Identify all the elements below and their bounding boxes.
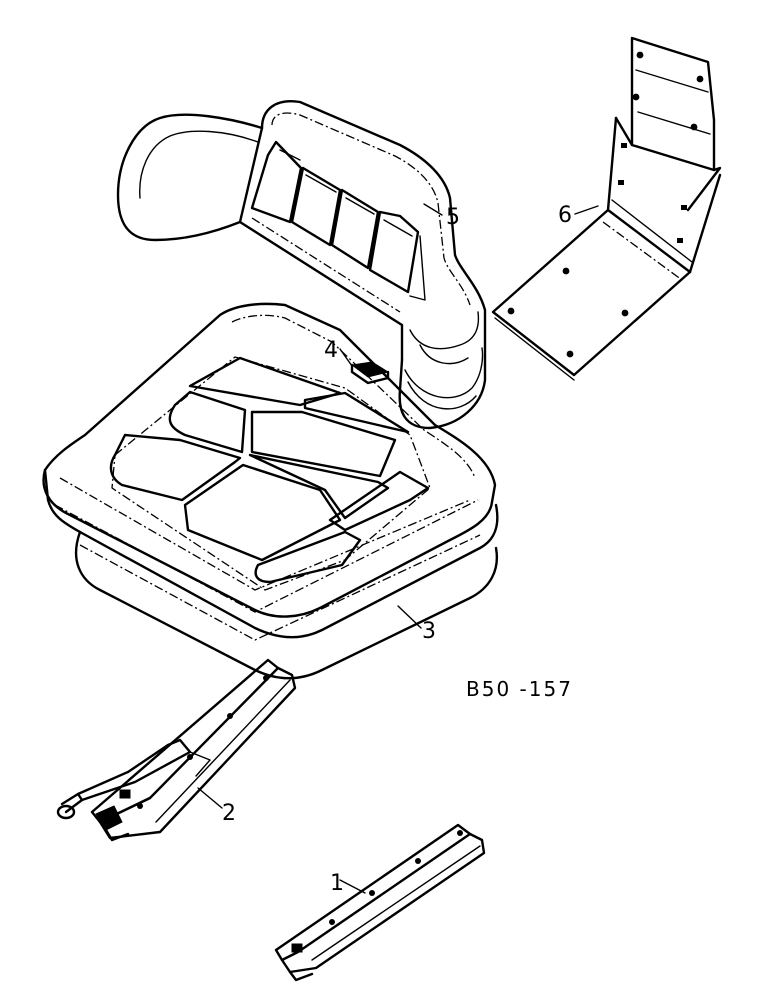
callout-5: 5 (446, 205, 460, 230)
callout-1: 1 (330, 871, 344, 896)
reference-code: B50 -157 (466, 677, 573, 701)
seat-cushion (42, 302, 499, 680)
seat-slide-rail-with-lever (56, 658, 297, 842)
callout-4: 4 (324, 338, 338, 363)
callout-6: 6 (558, 203, 572, 228)
callout-3: 3 (422, 619, 436, 644)
clip (350, 361, 390, 385)
callout-2: 2 (222, 801, 236, 826)
leader-lines (197, 203, 599, 894)
seat-slide-rail (274, 823, 486, 982)
mounting-bracket (491, 36, 722, 381)
backrest (116, 100, 487, 430)
